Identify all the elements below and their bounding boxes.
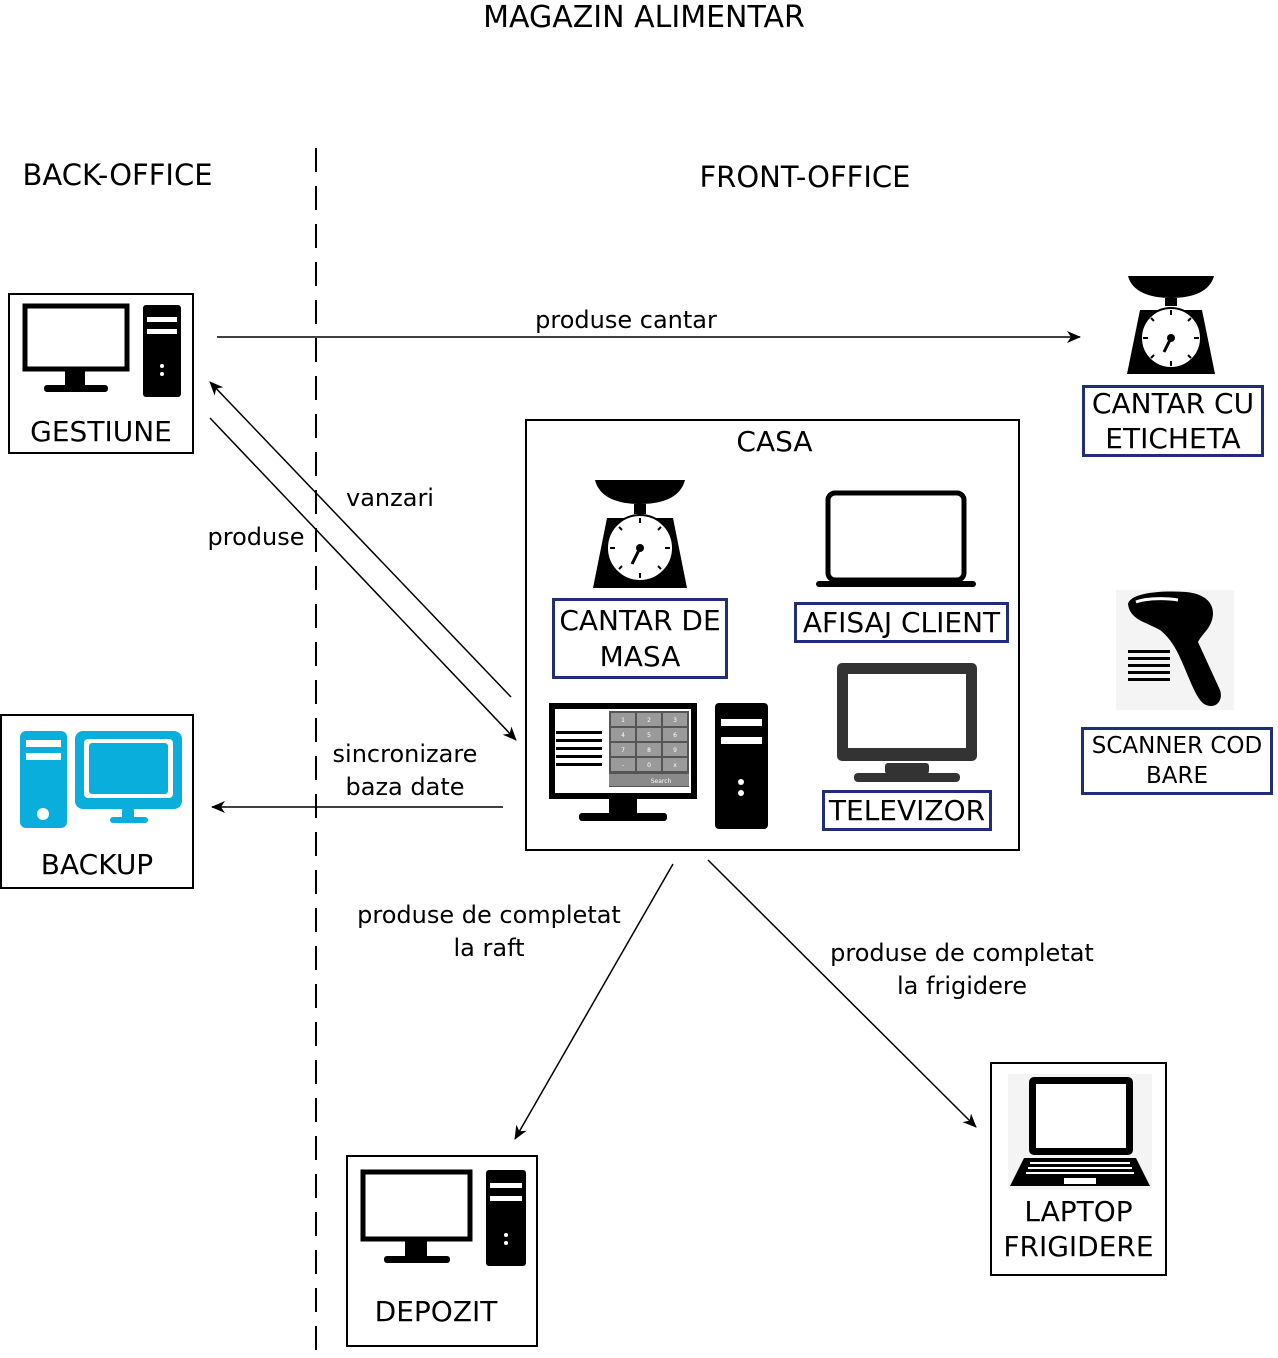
laptop-keyboard-icon <box>1008 1074 1152 1190</box>
edge-label-raft-line2: la raft <box>453 934 525 962</box>
keypad-search-label: Search <box>651 778 672 785</box>
keypad-key <box>611 758 635 771</box>
keypad-key-label: 2 <box>647 717 651 724</box>
edge-raft <box>514 863 674 1140</box>
television-icon <box>837 663 977 782</box>
label-scanner-cod-bare: SCANNER COD BARE <box>1081 727 1273 795</box>
keypad-key <box>611 728 635 741</box>
keypad-key-label: 8 <box>647 747 651 754</box>
edge-label-sincronizare: sincronizare baza date <box>300 738 510 804</box>
keypad-key <box>663 713 687 726</box>
desktop-computer-icon <box>22 303 181 397</box>
edge-label-produse: produse <box>207 523 305 551</box>
keypad-key-label: 7 <box>621 747 625 754</box>
label-cantar-de-masa-line1: CANTAR DE <box>559 603 721 637</box>
keypad-key-label: 9 <box>673 747 677 754</box>
edge-label-raft: produse de completat la raft <box>344 899 634 965</box>
node-backup: BACKUP <box>0 714 194 889</box>
node-laptop-label-line1: LAPTOP <box>1024 1195 1133 1228</box>
keypad-key <box>611 713 635 726</box>
edge-label-vanzari: vanzari <box>346 484 434 512</box>
node-backup-label: BACKUP <box>40 848 154 881</box>
label-cantar-de-masa: CANTAR DE MASA <box>552 598 728 679</box>
barcode-scanner-icon <box>1116 590 1234 710</box>
label-scanner-line1: SCANNER COD <box>1091 733 1263 759</box>
cyan-computer-icon <box>20 731 182 828</box>
keypad-key-label: - <box>622 762 624 769</box>
keypad-key <box>611 743 635 756</box>
label-scanner-line2: BARE <box>1145 763 1209 789</box>
node-depozit-label: DEPOZIT <box>374 1295 498 1328</box>
diagram-title: MAGAZIN ALIMENTAR <box>483 0 805 35</box>
node-laptop-frigidere: LAPTOP FRIGIDERE <box>990 1062 1167 1276</box>
node-casa: CASA 1 2 3 4 5 6 7 8 9 - 0 x Search <box>525 419 1020 851</box>
desktop-computer-icon <box>360 1169 526 1266</box>
label-televizor: TELEVIZOR <box>822 790 992 831</box>
label-afisaj-client: AFISAJ CLIENT <box>794 602 1009 643</box>
edge-label-sincronizare-line1: sincronizare <box>332 740 478 768</box>
keypad-key <box>663 758 687 771</box>
keypad-key-label: 1 <box>621 717 625 724</box>
node-laptop-frigidere-label: LAPTOP FRIGIDERE <box>992 1194 1165 1264</box>
keypad-key <box>637 758 661 771</box>
edge-label-frigidere-line2: la frigidere <box>897 972 1027 1000</box>
label-cantar-cu-eticheta: CANTAR CU ETICHETA <box>1082 385 1264 457</box>
keypad-key-label: 4 <box>621 732 625 739</box>
edge-produse <box>209 417 517 741</box>
edge-label-raft-line1: produse de completat <box>357 901 621 929</box>
label-cantar-cu-eticheta-line1: CANTAR CU <box>1091 387 1255 420</box>
keypad-key <box>637 728 661 741</box>
edge-label-frigidere: produse de completat la frigidere <box>814 937 1110 1003</box>
edge-frigidere <box>707 859 977 1128</box>
keypad-key-label: x <box>673 762 677 769</box>
node-depozit: DEPOZIT <box>346 1155 538 1347</box>
weighing-scale-icon <box>1127 276 1215 374</box>
keypad-key-label: 3 <box>673 717 677 724</box>
keypad-key-label: 6 <box>673 732 677 739</box>
node-gestiune: GESTIUNE <box>8 293 194 454</box>
section-back-office: BACK-OFFICE <box>22 158 213 192</box>
edge-label-produse-cantar: produse cantar <box>535 306 717 334</box>
node-laptop-label-line2: FRIGIDERE <box>1003 1230 1154 1263</box>
laptop-display-icon <box>816 490 976 587</box>
label-cantar-de-masa-line2: MASA <box>599 639 681 673</box>
keypad-key <box>637 713 661 726</box>
node-gestiune-label: GESTIUNE <box>30 415 172 448</box>
keypad-key-label: 0 <box>647 762 651 769</box>
label-cantar-cu-eticheta-line2: ETICHETA <box>1105 422 1241 455</box>
keypad-key <box>663 728 687 741</box>
edge-label-frigidere-line1: produse de completat <box>830 939 1094 967</box>
section-front-office: FRONT-OFFICE <box>699 160 911 194</box>
edge-label-sincronizare-line2: baza date <box>345 773 465 801</box>
keypad-key-label: 5 <box>647 732 651 739</box>
node-casa-label: CASA <box>736 425 813 458</box>
kitchen-scale-icon <box>593 480 687 588</box>
edge-vanzari <box>209 381 512 698</box>
keypad-key <box>637 743 661 756</box>
keypad-key <box>663 743 687 756</box>
pos-computer-icon: 1 2 3 4 5 6 7 8 9 - 0 x Search <box>549 703 768 829</box>
